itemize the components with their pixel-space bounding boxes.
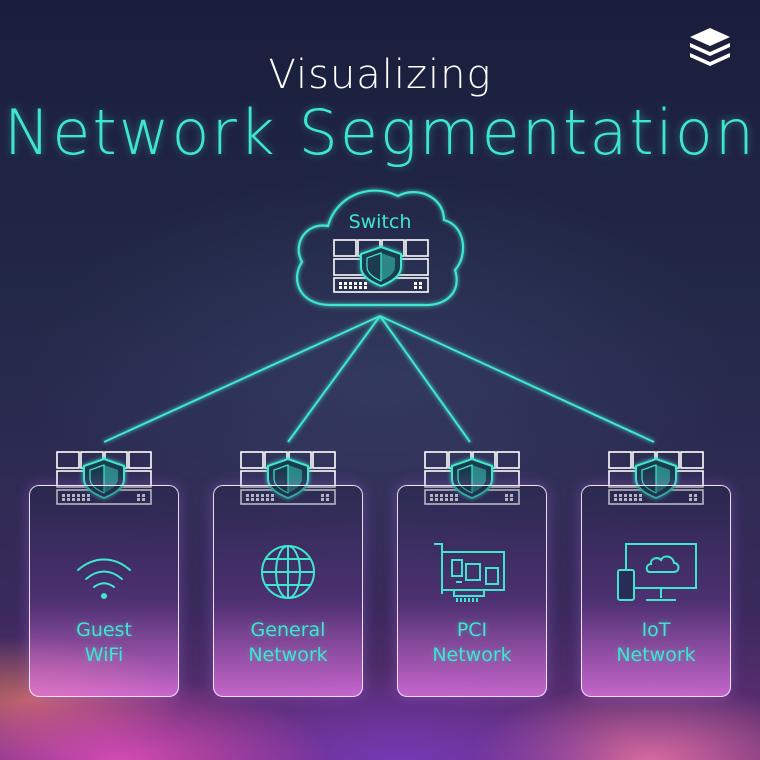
segment-card-pci-network: PCI Network [397,485,547,697]
title-line-1: Visualizing [268,52,492,98]
switch-firewall-icon [334,240,428,292]
switch-label: Switch [348,211,412,233]
segment-label-line-1: PCI [456,619,488,641]
link-general-network [287,315,381,443]
segment-label-line-1: Guest [76,619,132,641]
wifi-icon [77,558,131,599]
iot-devices-icon [617,543,697,601]
network-card-icon [434,543,505,602]
segment-label-line-1: General [250,619,326,641]
segment-label-line-2: Network [616,644,696,666]
cloud-icon [296,189,465,307]
segment-card-iot-network: IoT Network [581,485,731,697]
segment-label: IoT Network [582,618,730,668]
segment-label-line-2: Network [248,644,328,666]
link-iot-network [379,315,655,443]
segment-label: PCI Network [398,618,546,668]
title-line-2: Network Segmentation [3,96,757,169]
connection-lines [103,315,655,443]
link-pci-network [379,315,471,443]
segment-label: General Network [214,618,362,668]
link-guest-wifi [103,315,381,443]
segment-label-line-2: WiFi [84,644,124,666]
segment-card-guest-wifi: Guest WiFi [29,485,179,697]
segment-label: Guest WiFi [30,618,178,668]
segment-label-line-2: Network [432,644,512,666]
globe-icon [261,545,315,599]
segment-label-line-1: IoT [641,619,671,641]
stacked-layers-logo-icon [690,28,730,66]
segment-card-general-network: General Network [213,485,363,697]
